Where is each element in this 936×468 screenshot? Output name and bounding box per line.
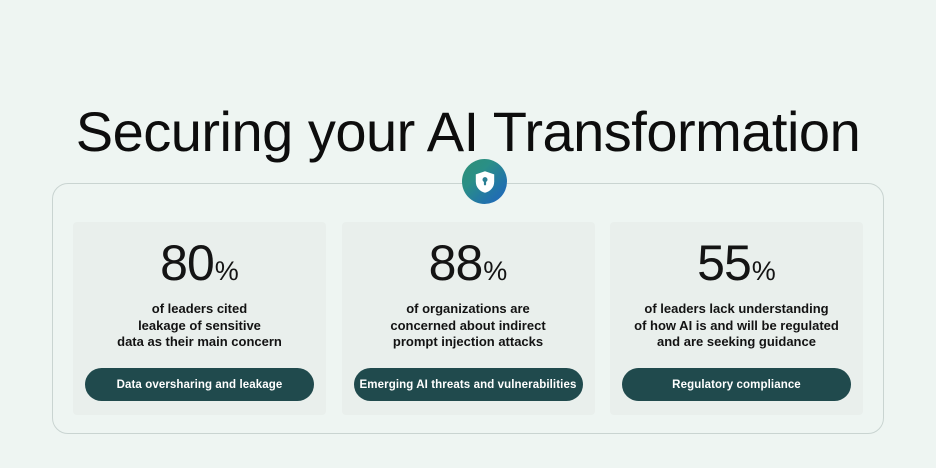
- stat-card: 80% of leaders cited leakage of sensitiv…: [73, 222, 326, 415]
- page-title: Securing your AI Transformation: [75, 99, 861, 163]
- percent-sign: %: [214, 256, 239, 286]
- stat-percentage: 80%: [160, 237, 239, 290]
- stat-percentage: 55%: [697, 237, 776, 290]
- stat-percentage: 88%: [429, 237, 508, 290]
- stat-card: 88% of organizations are concerned about…: [341, 222, 595, 415]
- stat-description: of organizations are concerned about ind…: [390, 301, 546, 349]
- percent-sign: %: [751, 256, 776, 286]
- shield-lock-icon: [462, 159, 507, 204]
- stat-topic-button[interactable]: Emerging AI threats and vulnerabilities: [353, 368, 583, 401]
- stats-card-row: 80% of leaders cited leakage of sensitiv…: [73, 222, 863, 415]
- stat-card: 55% of leaders lack understanding of how…: [610, 222, 863, 415]
- stat-topic-button[interactable]: Regulatory compliance: [622, 368, 851, 401]
- stat-topic-button[interactable]: Data oversharing and leakage: [85, 368, 314, 401]
- stat-number-value: 55: [697, 235, 752, 291]
- stat-number-value: 80: [160, 235, 215, 291]
- percent-sign: %: [483, 256, 508, 286]
- stat-number-value: 88: [428, 235, 484, 291]
- stat-description: of leaders lack understanding of how AI …: [634, 301, 839, 349]
- stat-description: of leaders cited leakage of sensitive da…: [117, 301, 282, 349]
